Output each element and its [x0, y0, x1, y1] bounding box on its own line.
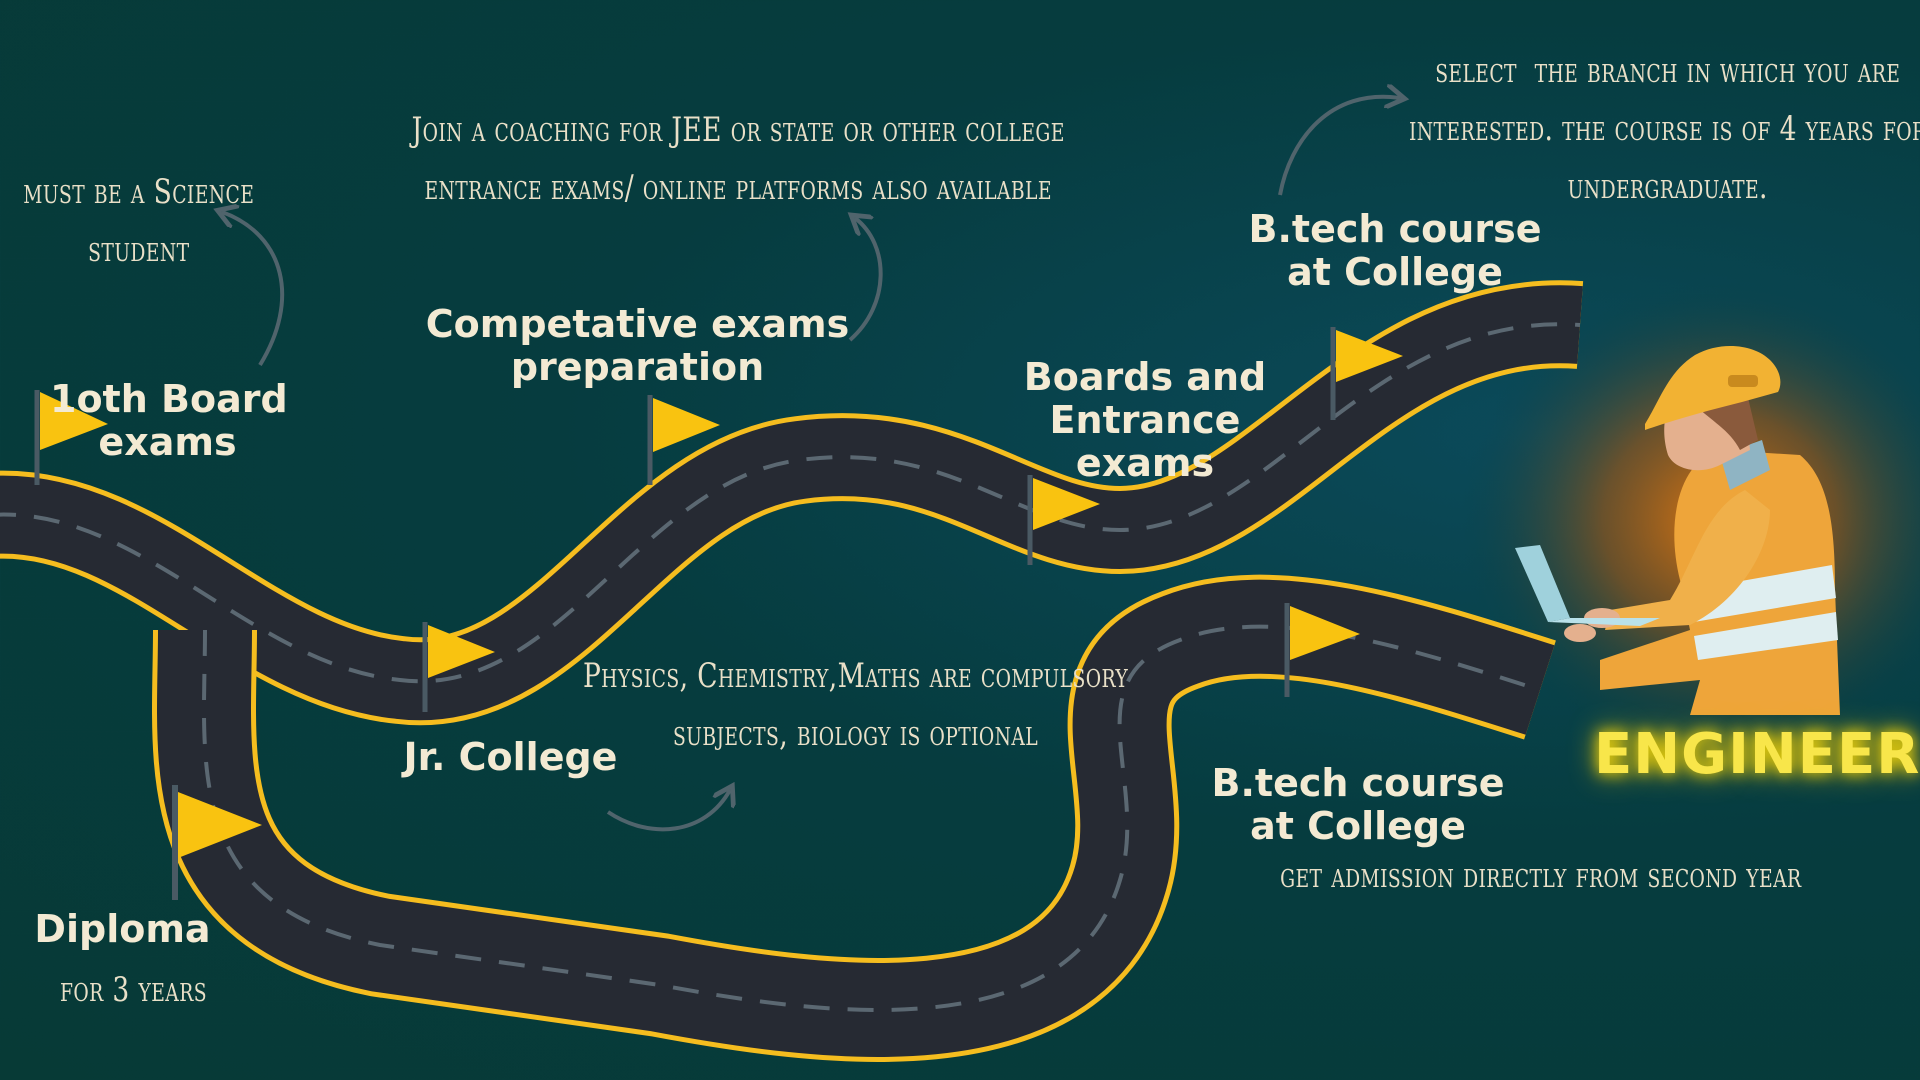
flag-btech-bottom [1284, 603, 1360, 697]
flag-boards-entrance [1027, 475, 1100, 565]
milestone-competitive-exams: Competative exams preparation [425, 302, 850, 389]
milestone-tenth-board: 1oth Board exams [50, 377, 288, 464]
engineer-title: ENGINEER [1594, 722, 1920, 787]
arrow-science [222, 212, 285, 367]
flag-jr-college [422, 622, 495, 712]
note-subjects: Physics, Chemistry,Maths are compulsory … [582, 656, 1129, 754]
milestone-boards-entrance: Boards and Entrance exams [1023, 355, 1267, 485]
flag-diploma [172, 785, 262, 900]
main-road [0, 280, 1584, 726]
milestone-btech-top: B.tech course at College [1248, 207, 1542, 294]
note-second-year: get admission directly from second year [1280, 856, 1802, 896]
note-science-student: must be a Science student [23, 172, 255, 270]
flag-btech-top [1330, 327, 1403, 420]
milestone-jr-college: Jr. College [403, 735, 618, 779]
flag-competitive [647, 395, 720, 485]
note-coaching: Join a coaching for JEE or state or othe… [411, 110, 1065, 208]
arrow-coaching [850, 218, 883, 342]
note-diploma-years: for 3 years [60, 970, 207, 1010]
milestone-diploma: Diploma [34, 907, 211, 951]
arrow-subjects [606, 790, 730, 832]
note-branch: select the branch in which you are inter… [1408, 51, 1920, 207]
engineer-illustration [1515, 345, 1840, 715]
diploma-road [152, 574, 1556, 1062]
milestone-btech-bottom: B.tech course at College [1211, 761, 1505, 848]
arrow-branch [1278, 97, 1400, 196]
flag-tenth [34, 390, 108, 485]
